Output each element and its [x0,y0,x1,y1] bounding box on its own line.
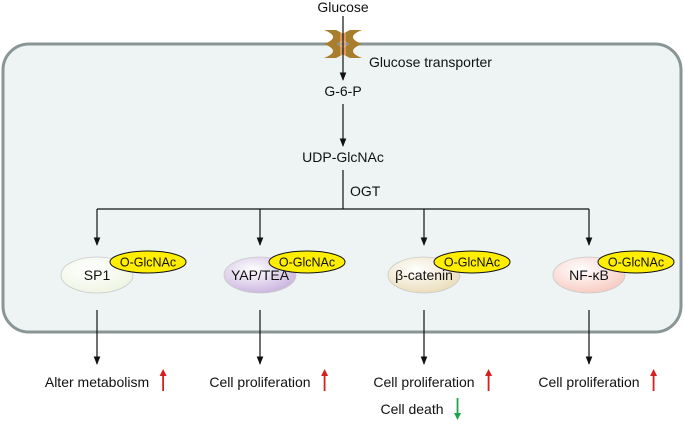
up-arrow-head-icon [650,369,658,376]
target-label-3: NF-κB [569,267,609,283]
o-glcnac-label-0: O-GlcNAc [120,256,176,270]
o-glcnac-label-2: O-GlcNAc [444,256,500,270]
o-glcnac-tag-1 [268,250,346,274]
udp-glcnac-label: UDP-GlcNAc [302,149,384,165]
target-label-1: YAP/TEA [231,267,290,283]
up-arrow-head-icon [159,369,167,376]
outcome-label-2-1: Cell death [380,401,443,417]
outcome-label-3-0: Cell proliferation [538,374,639,390]
glucose-transporter-label: Glucose transporter [369,54,492,70]
o-glcnac-label-3: O-GlcNAc [608,256,664,270]
outcome-label-2-0: Cell proliferation [373,374,474,390]
ogt-label: OGT [350,183,381,199]
g6p-label: G-6-P [324,83,361,99]
down-arrow-head-icon [454,413,462,420]
o-glcnac-tag-0 [109,250,187,274]
target-label-2: β-catenin [395,267,453,283]
o-glcnac-label-1: O-GlcNAc [279,256,335,270]
up-arrow-head-icon [321,369,329,376]
outcome-label-1-0: Cell proliferation [209,374,310,390]
outcome-label-0-0: Alter metabolism [45,374,149,390]
up-arrow-head-icon [485,369,493,376]
glucose-label: Glucose [317,0,369,15]
o-glcnac-tag-2 [433,250,511,274]
o-glcnac-tag-3 [597,250,675,274]
target-label-0: SP1 [84,267,111,283]
